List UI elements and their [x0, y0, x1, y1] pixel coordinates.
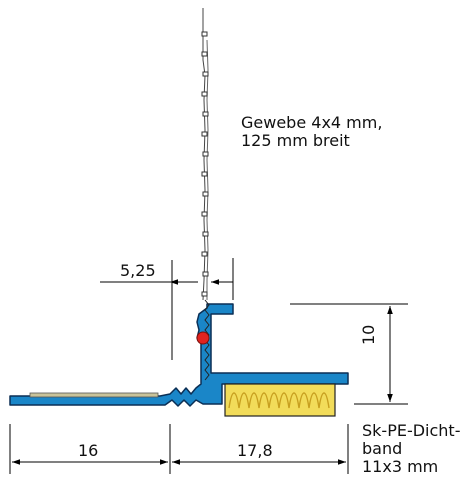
mesh-label-line1: Gewebe 4x4 mm, [241, 113, 383, 132]
blue-profile [9, 303, 349, 407]
dimension-bottom [9, 424, 349, 474]
dim-label-left: 16 [78, 441, 99, 460]
tape-label-line3: 11x3 mm [362, 457, 439, 476]
dimension-5-25 [100, 258, 234, 360]
tape-label-line2: band [362, 439, 403, 458]
foam-tape [224, 383, 336, 417]
base-strip [29, 392, 159, 398]
dimension-10 [290, 303, 408, 405]
mesh-strip [201, 8, 209, 301]
dim-label-right: 17,8 [237, 441, 273, 460]
red-marker [196, 331, 210, 345]
dim-label-height: 10 [359, 324, 378, 345]
tape-label-line1: Sk-PE-Dicht- [362, 421, 461, 440]
dim-label-gap: 5,25 [120, 261, 156, 280]
mesh-label-line2: 125 mm breit [241, 131, 350, 150]
